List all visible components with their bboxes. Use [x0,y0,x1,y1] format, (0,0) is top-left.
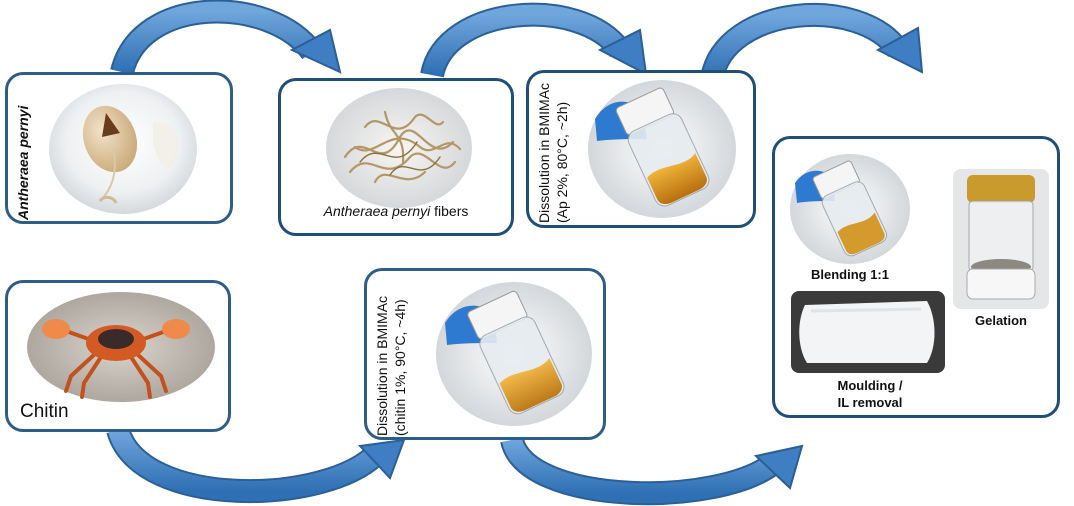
vial-chitin-solution-photo [436,282,592,426]
fibers-label-suffix: fibers [430,203,469,219]
moulding-label-line2: IL removal [837,395,903,410]
blending-label: Blending 1:1 [810,267,889,282]
moulding-label: Moulding / IL removal [795,377,945,411]
vial-gelation-photo [953,169,1049,309]
ap-dissolution-label-line2: (Ap 2%, 80°C, ~2h) [554,101,570,223]
vial-yellow-solution-photo [588,80,736,218]
fibers-label: Antheraea pernyi fibers [281,203,511,219]
chitin-step-box: Chitin [5,280,231,432]
ap-dissolution-step-box: Dissolution in BMIMAc (Ap 2%, 80°C, ~2h) [526,70,756,228]
silk-fibers-photo [326,88,472,208]
ap-dissolution-label-line1: Dissolution in BMIMAc [536,82,552,223]
arrow-cocoon-to-fibers [110,0,342,76]
ap-dissolution-label: Dissolution in BMIMAc (Ap 2%, 80°C, ~2h) [535,83,571,223]
cocoon-photo [49,84,197,214]
gelation-label: Gelation [974,313,1027,328]
chitin-dissolution-label-line2: (chitin 1%, 90°C, ~4h) [392,299,408,436]
moulding-label-line1: Moulding / [837,378,903,393]
gel-cylinder-photo [791,291,945,373]
cocoon-label: Antheraea pernyi [15,105,31,220]
final-step-box: Blending 1:1 Gelation Moulding / IL remo… [772,136,1060,418]
chitin-dissolution-step-box: Dissolution in BMIMAc (chitin 1%, 90°C, … [364,268,606,440]
arrow-chitin-to-dissolution [106,425,406,504]
arrow-chitin-dissolution-to-final [500,436,804,506]
arrow-dissolution-to-final [700,2,924,82]
chitin-label: Chitin [20,401,69,422]
fibers-step-box: Antheraea pernyi fibers [278,78,514,236]
chitin-dissolution-label-line1: Dissolution in BMIMAc [374,295,390,436]
crab-photo [27,292,215,402]
chitin-dissolution-label: Dissolution in BMIMAc (chitin 1%, 90°C, … [373,296,409,436]
arrow-fibers-to-dissolution [420,2,648,79]
vial-blending-photo [790,154,910,264]
fibers-label-species: Antheraea pernyi [323,203,431,219]
cocoon-step-box: Antheraea pernyi [5,72,233,224]
